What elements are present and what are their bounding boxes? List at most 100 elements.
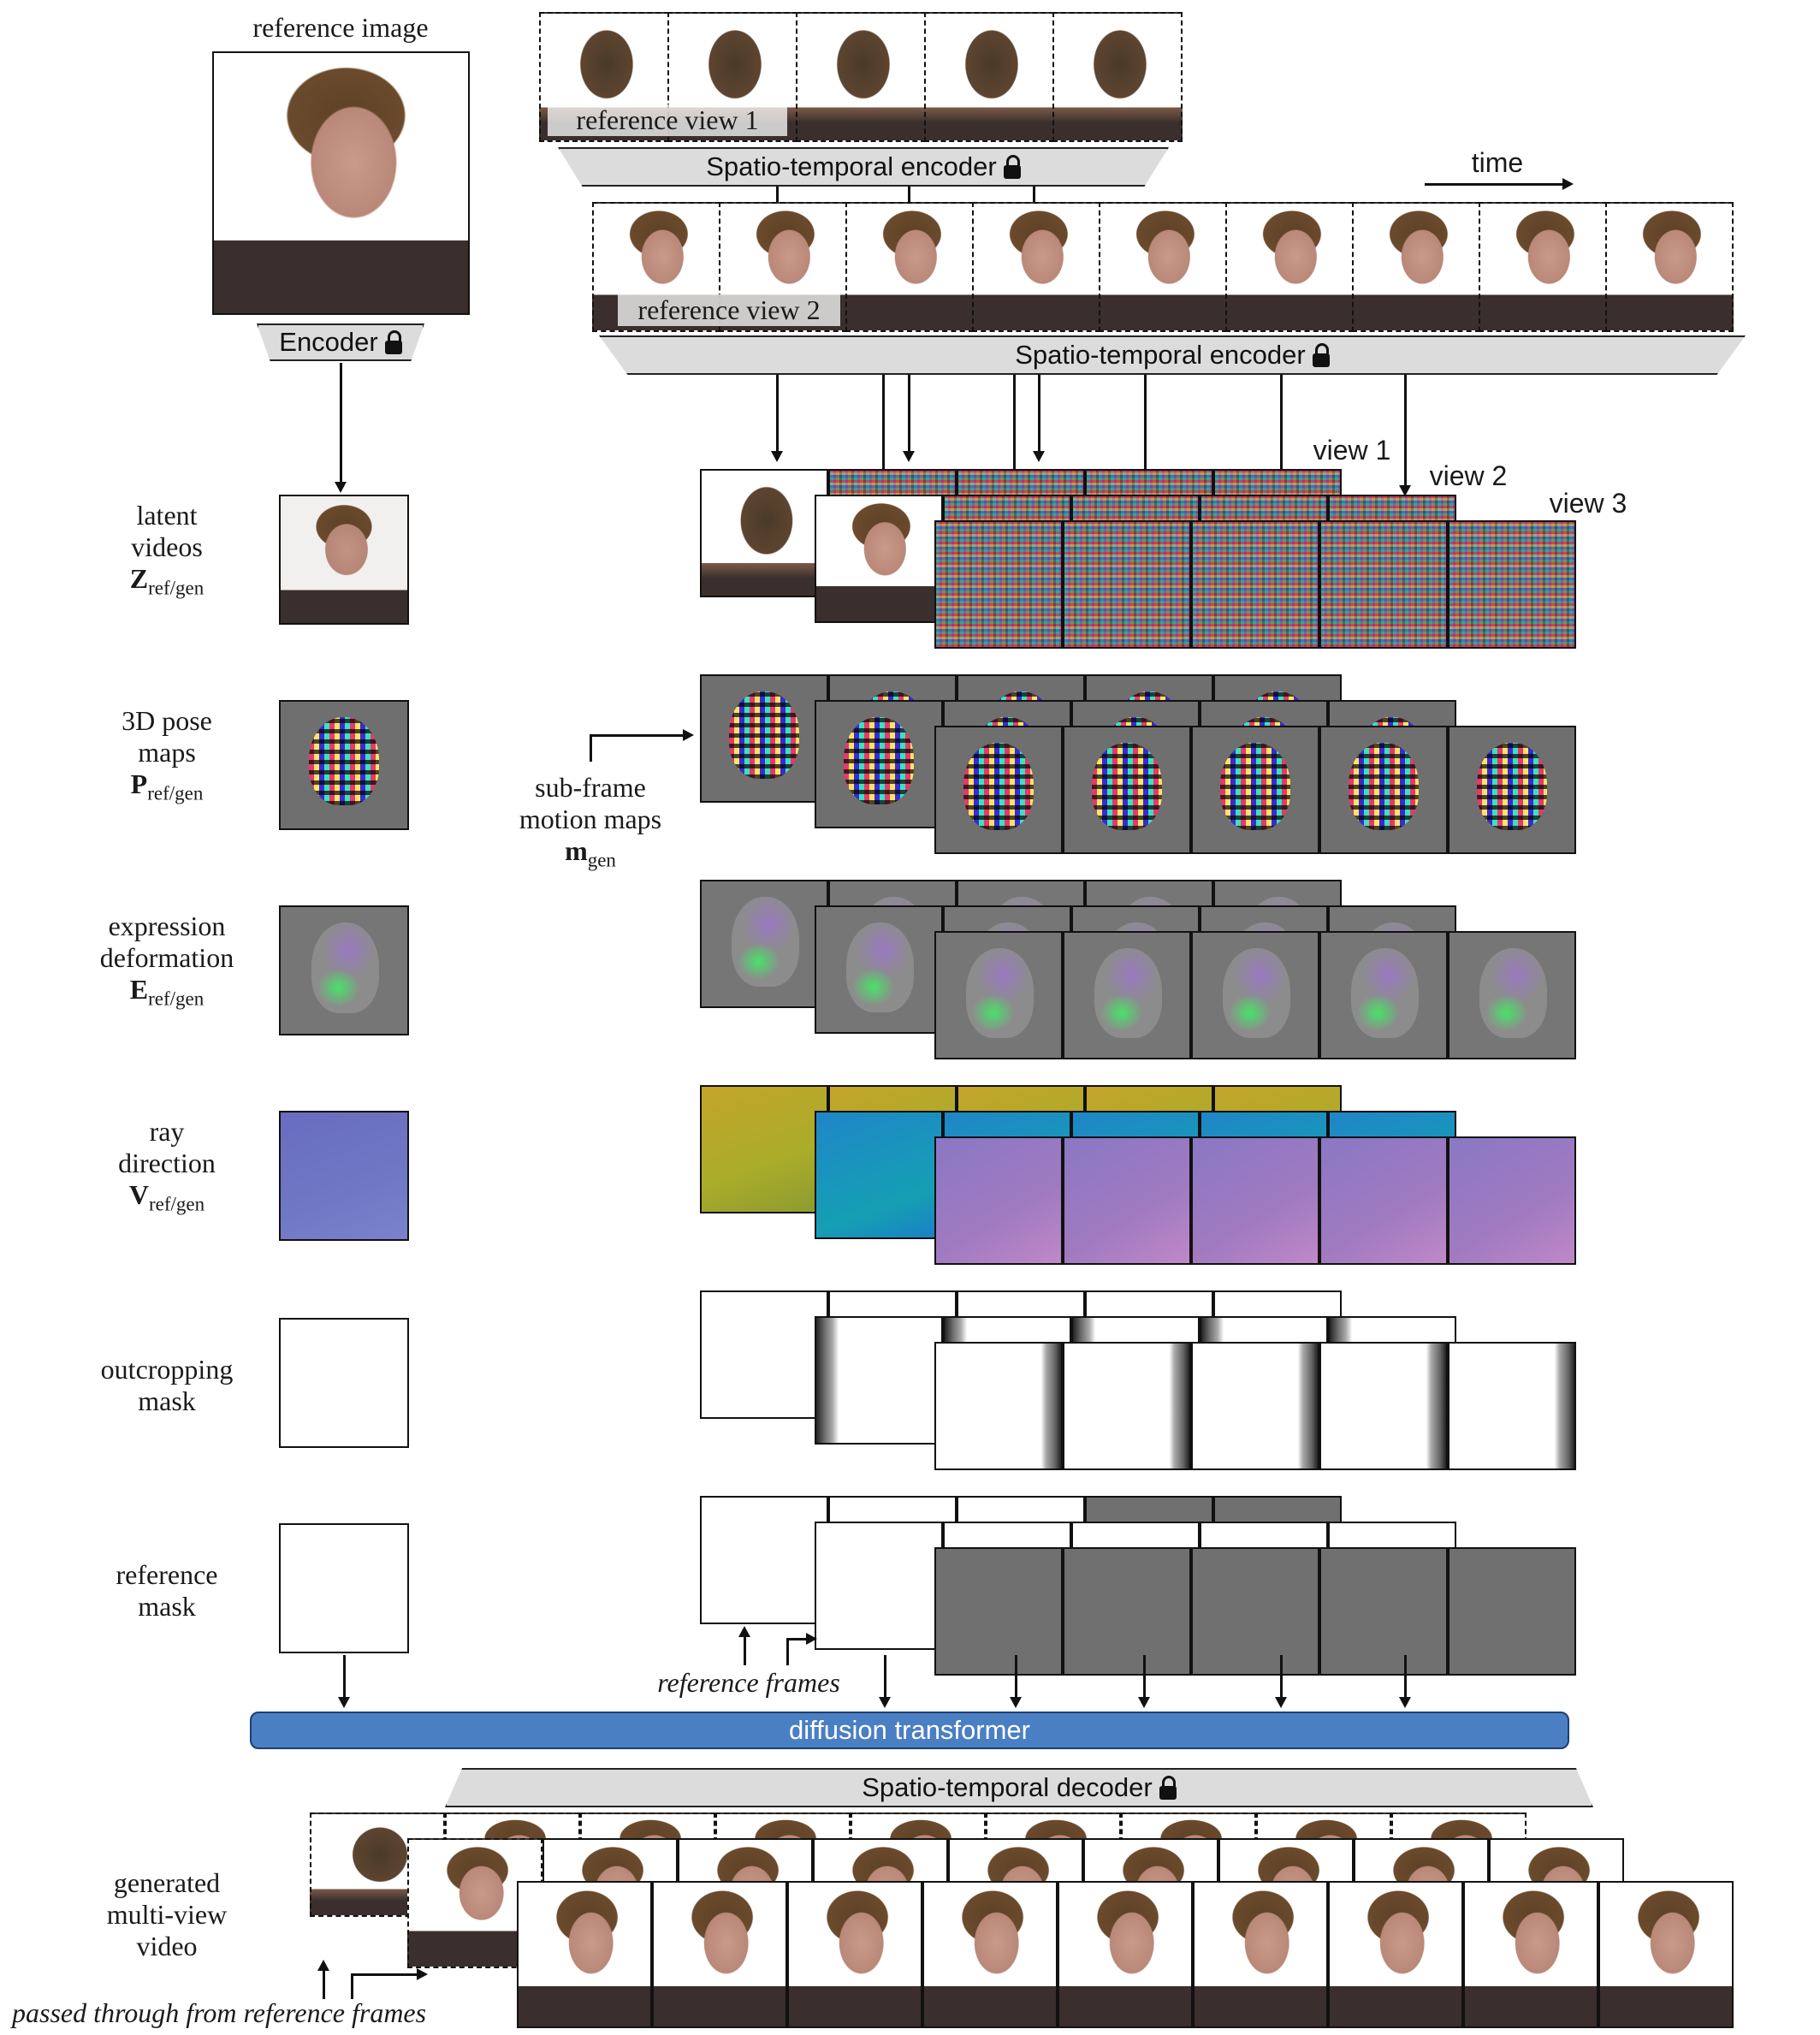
lock-icon [1312, 343, 1330, 367]
generated-view3-frame [922, 1881, 1058, 2028]
generated-view3-frame [1463, 1881, 1598, 2028]
time-label: time [1471, 147, 1524, 178]
stack-row1-view3-frame [1319, 520, 1448, 649]
generated-view3-frame [1598, 1881, 1734, 2028]
stack-row2-view3-frame [1063, 726, 1191, 854]
row-refmask-line1: reference [116, 1559, 218, 1590]
stack-row5-view2-frame [815, 1316, 943, 1445]
stack-row2-view3-frame [934, 726, 1063, 854]
stack-row2-view3-frame [1319, 726, 1448, 854]
latent-ref-tile [279, 495, 409, 625]
stack-row6-view1-frame [700, 1496, 828, 1624]
passthrough-arrow-1 [317, 1960, 329, 1999]
stack-row1-view2-frame [815, 495, 943, 623]
pose-ref-tile [279, 700, 409, 830]
enc2-arrow [1275, 375, 1287, 486]
reference-frames-label: reference frames [657, 1667, 840, 1698]
generated-line3: video [136, 1931, 198, 1961]
dit-arrow [1275, 1655, 1287, 1708]
stack-row2-view3-frame [1448, 726, 1576, 854]
enc1-tick [776, 187, 779, 202]
subframe-arrow-v [590, 734, 592, 762]
diffusion-transformer-label: diffusion transformer [789, 1715, 1030, 1745]
ref-view1-label: reference view 1 [548, 104, 787, 136]
stack-row1-view3-frame [934, 520, 1063, 649]
row-ray-label: ray direction Vref/gen [60, 1116, 274, 1219]
passthrough-arrow-2h [351, 1968, 428, 1980]
ref-view2-frame [1099, 202, 1227, 332]
refmask-arrow [338, 1655, 350, 1708]
stack-row6-view2-frame [815, 1522, 943, 1650]
stack-row1-view1-frame [700, 469, 828, 597]
ref-view2-frame [1479, 202, 1607, 332]
refframe-arrow-1 [738, 1626, 750, 1665]
stack-row3-view3-frame [934, 931, 1063, 1059]
reference-image-title: reference image [252, 12, 429, 43]
stack-row6-view3-frame [1319, 1547, 1448, 1676]
refmask-ref-tile [279, 1523, 409, 1653]
encoder-arrow [335, 363, 347, 493]
ref-view1-frame [796, 12, 926, 142]
stack-row5-view3-frame [1191, 1342, 1319, 1470]
passthrough-arrow-2v [351, 1973, 353, 1999]
row-expr-line2: deformation [99, 942, 234, 973]
stack-row5-view3-frame [1063, 1342, 1191, 1470]
enc2-arrow [771, 375, 783, 462]
row-latent-label: latent videos Zref/gen [60, 500, 274, 603]
ref-view2-label: reference view 2 [618, 294, 840, 326]
ref-view2-frame [1352, 202, 1480, 332]
stack-row5-view1-frame [700, 1290, 828, 1419]
stack-row6-view3-frame [934, 1547, 1063, 1676]
enc2-arrow [877, 375, 889, 486]
row-latent-line2: videos [131, 531, 203, 562]
ref-view1-frame [924, 12, 1054, 142]
dit-arrow [1138, 1655, 1150, 1708]
row-expr-symbol: Eref/gen [129, 974, 205, 1010]
row-outc-line2: mask [138, 1385, 196, 1416]
stack-row5-view3-frame [934, 1342, 1063, 1470]
row-ray-line2: direction [118, 1148, 216, 1178]
expr-ref-tile [279, 905, 409, 1035]
stack-row6-view3-frame [1448, 1547, 1576, 1676]
row-refmask-line2: mask [138, 1591, 196, 1622]
top-encoder-1: Spatio-temporal encoder [558, 147, 1169, 187]
ref-view1-frame [1052, 12, 1183, 142]
stack-row3-view3-frame [1448, 931, 1576, 1059]
enc1-tick [1033, 187, 1035, 202]
stack-row4-view2-frame [815, 1111, 943, 1239]
generated-view3-frame [1193, 1881, 1328, 2028]
top-encoder-2-label: Spatio-temporal encoder [1015, 340, 1306, 370]
stack-row1-view3-frame [1191, 520, 1319, 649]
top-encoder-1-label: Spatio-temporal encoder [706, 151, 997, 181]
stack-row3-view2-frame [815, 905, 943, 1034]
stack-row4-view3-frame [1319, 1136, 1448, 1265]
row-latent-line1: latent [136, 500, 198, 531]
passed-through-label: passed through from reference frames [12, 1997, 427, 2028]
stack-row1-view3-frame [1448, 520, 1576, 649]
encoder-block: Encoder [257, 323, 424, 361]
generated-view3-frame [517, 1881, 652, 2028]
encoder-label: Encoder [279, 327, 378, 357]
row-refmask-label: reference mask [60, 1559, 274, 1623]
stack-row2-view2-frame [815, 700, 943, 828]
generated-view3-frame [1058, 1881, 1193, 2028]
ray-ref-tile [279, 1111, 409, 1241]
stack-row4-view3-frame [1448, 1136, 1576, 1265]
stack-row3-view3-frame [1191, 931, 1319, 1059]
enc2-arrow [1399, 375, 1411, 496]
row-ray-symbol: Vref/gen [128, 1179, 205, 1215]
generated-view3-frame [652, 1881, 787, 2028]
view1-label: view 1 [1313, 435, 1391, 466]
stack-row3-view1-frame [700, 880, 828, 1008]
lock-icon [384, 330, 402, 354]
row-pose-line2: maps [138, 737, 196, 768]
stack-row6-view3-frame [1063, 1547, 1191, 1676]
ref-view2-frame [972, 202, 1100, 332]
row-pose-label: 3D pose maps Pref/gen [60, 705, 274, 809]
subframe-line1: sub-frame [535, 772, 646, 803]
stack-row4-view3-frame [1063, 1136, 1191, 1265]
row-pose-line1: 3D pose [122, 705, 212, 736]
row-outc-line1: outcropping [100, 1354, 234, 1385]
refframe-arrow-2v [786, 1638, 789, 1665]
enc2-arrow [1008, 375, 1020, 486]
